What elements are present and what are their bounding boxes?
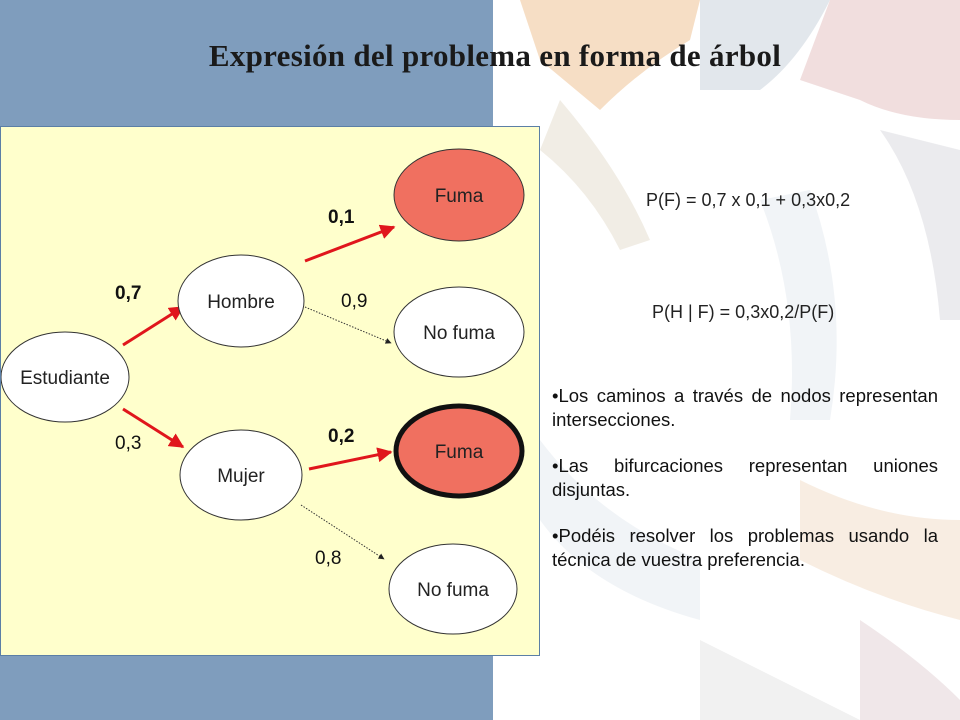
node-mujer — [179, 429, 303, 521]
node-hombre-no-fuma — [393, 286, 525, 378]
node-mujer-no-fuma — [388, 543, 518, 635]
node-hombre-label: Hombre — [207, 292, 275, 313]
node-mujer-fuma — [393, 403, 525, 499]
node-hombre-fuma — [393, 148, 525, 242]
formula-p-h-given-f: P(H | F) = 0,3x0,2/P(F) — [652, 302, 835, 322]
prob-mujer-no-fuma: 0,8 — [315, 548, 341, 569]
node-mujer-label: Mujer — [217, 466, 265, 487]
page-title: Expresión del problema en forma de árbol — [208, 38, 782, 73]
bullet-text: Las bifurcaciones representan uniones di… — [552, 455, 938, 500]
edge-root-hombre — [122, 305, 185, 347]
formula-p-f: P(F) = 0,7 x 0,1 + 0,3x0,2 — [646, 190, 851, 210]
node-hombre — [177, 254, 305, 348]
bullet-item: •Las bifurcaciones representan uniones d… — [552, 455, 938, 500]
edge-mujer-fuma — [308, 447, 393, 471]
node-hombre-no-fuma-label: No fuma — [423, 323, 495, 344]
node-mujer-no-fuma-label: No fuma — [417, 580, 489, 601]
prob-root-hombre: 0,7 — [115, 283, 141, 304]
bullet-text: Podéis resolver los problemas usando la … — [552, 525, 938, 570]
probability-tree-panel: Estudiante Hombre Mujer Fuma No fuma Fum… — [0, 126, 540, 656]
edge-hombre-no-fuma — [304, 306, 392, 344]
edge-root-mujer — [122, 407, 185, 449]
node-estudiante-label: Estudiante — [20, 368, 110, 389]
prob-hombre-fuma: 0,1 — [328, 207, 355, 228]
bullet-item: •Los caminos a través de nodos represent… — [552, 385, 938, 430]
prob-mujer-fuma: 0,2 — [328, 426, 354, 447]
bullet-item: •Podéis resolver los problemas usando la… — [552, 525, 938, 570]
node-hombre-fuma-label: Fuma — [435, 186, 484, 207]
edge-mujer-no-fuma — [300, 504, 385, 560]
node-estudiante — [1, 331, 130, 423]
prob-root-mujer: 0,3 — [115, 433, 141, 454]
prob-hombre-no-fuma: 0,9 — [341, 291, 367, 312]
bullet-list: •Los caminos a través de nodos represent… — [552, 384, 938, 594]
bullet-text: Los caminos a través de nodos representa… — [552, 385, 938, 430]
edge-hombre-fuma — [304, 224, 396, 263]
node-mujer-fuma-label: Fuma — [435, 442, 484, 463]
probability-tree: Estudiante Hombre Mujer Fuma No fuma Fum… — [1, 148, 525, 635]
